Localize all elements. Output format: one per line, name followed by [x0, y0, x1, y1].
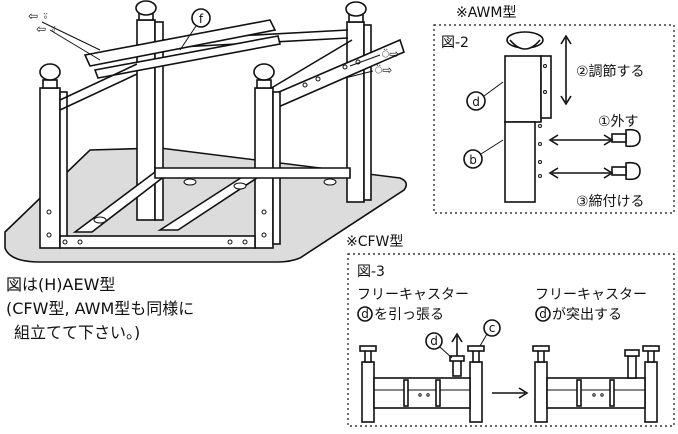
glide-cap-1: [39, 63, 61, 89]
cfw-frame: [347, 253, 675, 427]
caption-line-1: 図は(H)AEW型: [6, 275, 115, 294]
cfw-left-line-2: を引っ張る: [374, 307, 444, 323]
caption-line-3: 組立てて下さい。): [14, 323, 140, 342]
svg-text:b: b: [469, 153, 477, 167]
label-f-circle: [191, 8, 211, 28]
awm-label-b-circle: [463, 149, 483, 169]
awm-frame: [433, 24, 675, 214]
awm-inner-pipe: [504, 55, 542, 123]
cfw-left-line-1: フリーキャスター: [357, 287, 469, 303]
awm-step-tighten: ③締付ける: [576, 193, 645, 210]
awm-fig-label: 図-2: [441, 35, 469, 51]
awm-outer-pipe: [504, 121, 536, 203]
svg-text:⍥⇨: ⍥⇨: [375, 63, 392, 77]
cfw-heading: ※CFW型: [346, 234, 403, 250]
awm-step-remove: ①外す: [598, 114, 639, 130]
svg-text:⇦ ⍤: ⇦ ⍤: [36, 22, 57, 36]
main-table-drawing: ⇦ ⍤ ⇦ ⍤ ⍥⇨ ⍥⇨ f: [4, 0, 408, 263]
cfw-right-line-1: フリーキャスター: [535, 287, 647, 303]
awm-step-adjust: ②調節する: [576, 63, 645, 80]
screw-icon-right: ⍥⇨ ⍥⇨: [344, 47, 399, 79]
svg-text:c: c: [489, 321, 496, 335]
cfw-panel: ※CFW型 図-3 フリーキャスター d を引っ張る フリーキャスター d が突…: [346, 234, 675, 427]
cfw-fig-label: 図-3: [357, 264, 385, 280]
screw-icon-left: ⇦ ⍤ ⇦ ⍤: [28, 9, 101, 61]
cfw-frame-after: [532, 345, 660, 423]
cfw-right-line-2: が突出する: [552, 307, 622, 323]
svg-text:d: d: [361, 307, 369, 321]
svg-text:d: d: [472, 95, 480, 109]
awm-panel: ※AWM型 図-2 ②調節する d b ①外す: [433, 5, 675, 214]
svg-text:⇦ ⍤: ⇦ ⍤: [28, 9, 49, 23]
svg-text:d: d: [539, 307, 547, 321]
rail-bottom-back: [154, 167, 351, 179]
caption-line-2: (CFW型, AWM型も同様に: [6, 299, 194, 318]
leg-front-left: [39, 87, 61, 249]
cfw-frame-before: [359, 345, 485, 423]
glide-cap-2: [135, 0, 157, 21]
svg-text:⍥⇨: ⍥⇨: [382, 47, 399, 61]
rail-bottom-front: [59, 235, 256, 249]
rail-upper-left: [59, 63, 138, 101]
knob-icon-1: [611, 128, 641, 148]
svg-text:d: d: [430, 334, 438, 348]
glide-cap-4: [345, 1, 367, 23]
glide-cap-3: [253, 63, 275, 89]
main-caption: 図は(H)AEW型 (CFW型, AWM型も同様に 組立てて下さい。): [6, 275, 194, 342]
awm-heading: ※AWM型: [456, 5, 516, 21]
awm-label-d-circle: [466, 91, 486, 111]
label-f: f: [199, 12, 204, 26]
knob-icon-2: [611, 161, 641, 181]
rail-top-right: [267, 39, 353, 91]
